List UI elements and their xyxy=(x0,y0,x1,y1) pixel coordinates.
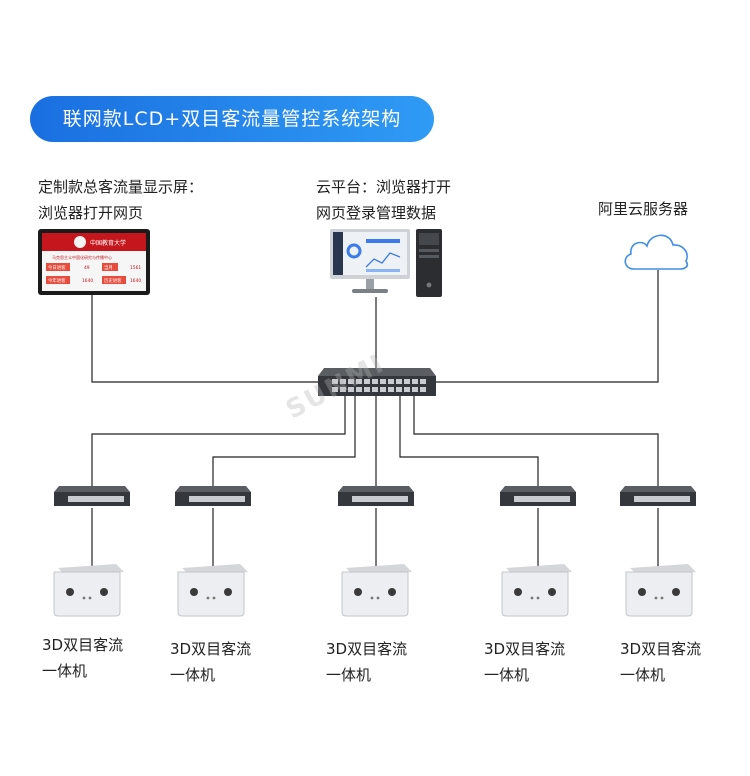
wire-sw5 xyxy=(413,396,659,490)
camera-caption-3-line2: 一体机 xyxy=(326,666,372,684)
camera-caption-4-line1: 3D双目客流 xyxy=(484,640,566,658)
camera-caption-1-line2: 一体机 xyxy=(42,662,88,680)
camera-caption-2-line1: 3D双目客流 xyxy=(170,640,252,658)
camera-caption-5: 3D双目客流 一体机 xyxy=(620,636,701,688)
sub-switch-1 xyxy=(54,486,130,506)
aliyun-caption: 阿里云服务器 xyxy=(598,200,689,218)
lcd-header: 中国教育大学 xyxy=(90,239,126,247)
camera-2 xyxy=(177,564,248,617)
camera-1 xyxy=(53,564,124,617)
sub-switch-5 xyxy=(620,486,696,506)
lcd-subtitle: 马克思主义中国化研究与传播中心 xyxy=(52,254,112,260)
lcd-display: 中国教育大学 马克思主义中国化研究与传播中心 今日进客 49 当月 1561 今… xyxy=(38,229,150,295)
sub-switch-4 xyxy=(500,486,576,506)
camera-caption-3: 3D双目客流 一体机 xyxy=(326,636,407,688)
camera-caption-3-line1: 3D双目客流 xyxy=(326,640,408,658)
lcd-year-in: 今年进客 xyxy=(48,277,66,284)
camera-5 xyxy=(625,564,696,617)
lcd-history-value: 1640 xyxy=(130,278,141,284)
wire-cloud xyxy=(430,270,659,383)
cloud-platform-caption-line1: 云平台：浏览器打开 xyxy=(316,178,452,196)
page-title: 联网款LCD+双目客流量管控系统架构 xyxy=(30,96,434,142)
camera-caption-5-line2: 一体机 xyxy=(620,666,666,684)
camera-caption-1-line1: 3D双目客流 xyxy=(42,636,124,654)
wire-sw2 xyxy=(212,396,356,490)
cloud-platform-caption-line2: 网页登录管理数据 xyxy=(316,204,437,222)
camera-caption-4-line2: 一体机 xyxy=(484,666,530,684)
wire-sw1 xyxy=(91,396,346,490)
camera-caption-2: 3D双目客流 一体机 xyxy=(170,636,251,688)
pc-workstation xyxy=(330,229,442,297)
wire-sw4 xyxy=(399,396,539,490)
cloud-platform-caption: 云平台：浏览器打开 网页登录管理数据 xyxy=(316,174,451,226)
camera-caption-1: 3D双目客流 一体机 xyxy=(42,632,123,684)
display-caption-line1: 定制款总客流量显示屏： xyxy=(38,178,204,196)
lcd-year-in-value: 1640 xyxy=(82,278,93,284)
lcd-today-in-value: 49 xyxy=(84,265,90,271)
camera-caption-4: 3D双目客流 一体机 xyxy=(484,636,565,688)
cloud-icon xyxy=(624,234,689,270)
sub-switch-3 xyxy=(338,486,414,506)
camera-4 xyxy=(501,564,572,617)
lcd-history: 历史进客 xyxy=(104,277,122,284)
lcd-month-value: 1561 xyxy=(130,265,141,271)
lcd-today-in: 今日进客 xyxy=(48,264,66,271)
camera-caption-5-line1: 3D双目客流 xyxy=(620,640,702,658)
lcd-month: 当月 xyxy=(104,264,113,271)
display-caption-line2: 浏览器打开网页 xyxy=(38,204,144,222)
camera-caption-2-line2: 一体机 xyxy=(170,666,216,684)
sub-switch-2 xyxy=(175,486,251,506)
core-switch xyxy=(318,368,436,396)
camera-3 xyxy=(341,564,412,617)
display-caption: 定制款总客流量显示屏： 浏览器打开网页 xyxy=(38,174,203,226)
wire-display xyxy=(91,292,322,383)
